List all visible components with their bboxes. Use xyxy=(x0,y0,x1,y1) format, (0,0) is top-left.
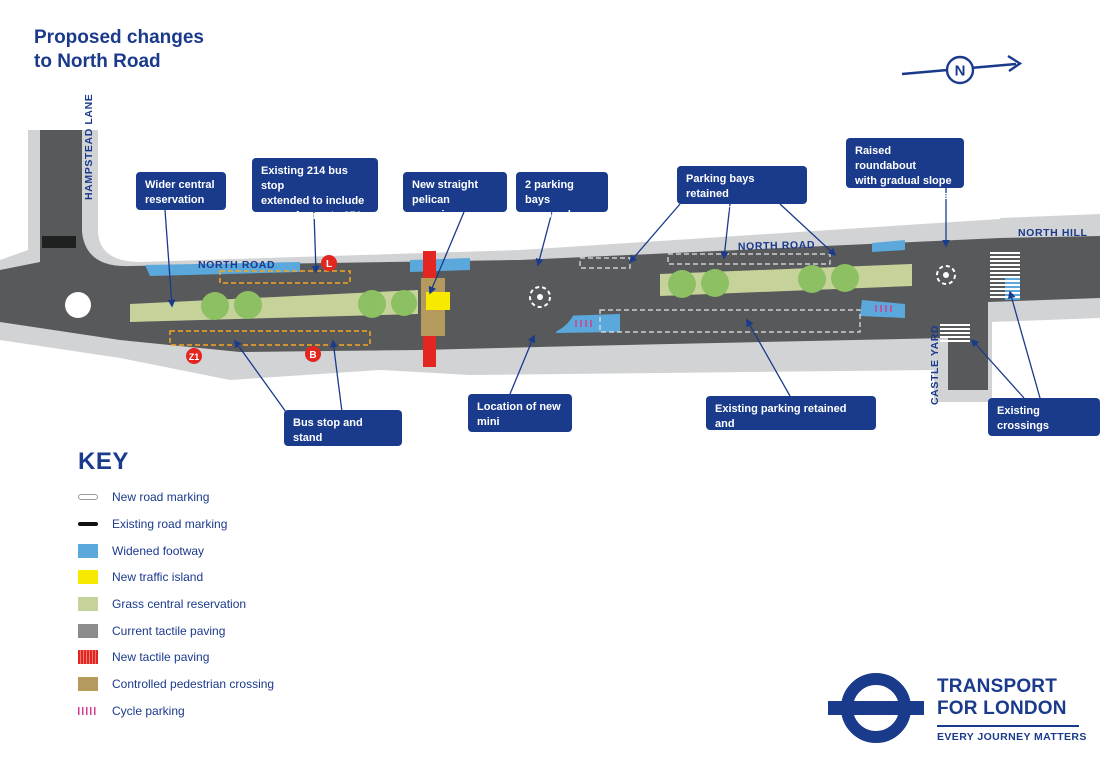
key-item-new-tactile-paving: New tactile paving xyxy=(78,644,274,671)
north-icon: N xyxy=(955,63,966,80)
grass-reservation-swatch xyxy=(78,597,98,612)
key-item-widened-footway: Widened footway xyxy=(78,537,274,564)
road-label-hampstead-lane: HAMPSTEAD LANE xyxy=(83,94,95,200)
callout-crossings-retained: Existing crossings to be retained xyxy=(988,398,1100,447)
callout-bays-retained: Parking bays retained at current size xyxy=(677,166,807,215)
key-label: Controlled pedestrian crossing xyxy=(112,677,275,692)
key-item-controlled-pedestrian-crossing: Controlled pedestrian crossing xyxy=(78,671,274,698)
key-item-grass-central-reservation: Grass central reservation xyxy=(78,591,274,618)
key-label: New road marking xyxy=(112,490,210,505)
callout-pelican-crossing: New straight pelican crossing xyxy=(403,172,507,221)
new-tactile-swatch xyxy=(78,650,98,665)
bus-stop-b: B xyxy=(305,346,321,362)
leader-lines xyxy=(164,188,1041,413)
bus-bays xyxy=(169,270,371,346)
key-label: Widened footway xyxy=(112,543,205,558)
callout-parking-removed: 2 parking bays removed xyxy=(516,172,608,221)
bus-stop-z1-label: Z1 xyxy=(189,352,200,362)
page-title: Proposed changes to North Road xyxy=(34,26,204,74)
brand-tagline: EVERY JOURNEY MATTERS xyxy=(937,730,1087,743)
trees xyxy=(201,264,859,320)
bus-stop-b-label: B xyxy=(309,350,316,361)
key-item-new-road-marking: New road marking xyxy=(78,484,274,511)
pedestrian-crossing-swatch xyxy=(78,677,98,692)
key-label: Cycle parking xyxy=(112,703,185,718)
map-key: KEY New road marking Existing road marki… xyxy=(78,448,274,724)
current-tactile-swatch xyxy=(78,623,98,638)
new-traffic-island-swatch xyxy=(78,570,98,585)
callout-wider-reservation: Wider central reservation xyxy=(136,172,226,210)
tfl-roundel-icon xyxy=(828,673,924,743)
road-label-north-hill: NORTH HILL xyxy=(1018,227,1088,239)
key-label: Grass central reservation xyxy=(112,597,247,612)
road-label-north-road-east: NORTH ROAD xyxy=(738,239,815,253)
existing-crossings xyxy=(42,236,1020,342)
key-heading: KEY xyxy=(78,448,129,475)
brand-divider xyxy=(937,725,1079,727)
road-label-castle-yard: CASTLE YARD xyxy=(929,325,941,405)
key-label: Current tactile paving xyxy=(112,623,226,638)
parking-bays xyxy=(579,253,861,333)
roundabout-hampstead xyxy=(65,292,91,318)
north-compass: N xyxy=(901,54,1023,85)
existing-road-marking-swatch xyxy=(78,522,98,527)
callout-parking-added: Existing parking retained and two additi… xyxy=(706,396,876,445)
key-label: Existing road marking xyxy=(112,517,228,532)
new-road-marking-swatch xyxy=(78,494,98,501)
road-label-north-road-west: NORTH ROAD xyxy=(198,259,275,271)
bus-stop-z1: Z1 xyxy=(186,348,202,364)
key-item-cycle-parking: Cycle parking xyxy=(78,698,274,725)
callout-raised-roundabout: Raised roundabout with gradual slope on … xyxy=(846,138,964,202)
key-item-new-traffic-island: New traffic island xyxy=(78,564,274,591)
key-item-current-tactile-paving: Current tactile paving xyxy=(78,617,274,644)
key-item-existing-road-marking: Existing road marking xyxy=(78,511,274,538)
callout-mini-roundabout: Location of new mini roundabout xyxy=(468,394,572,443)
title-line-2: to North Road xyxy=(34,51,161,72)
brand-line-1: TRANSPORT xyxy=(937,676,1058,697)
widened-footway-swatch xyxy=(78,543,98,558)
bus-stop-l-label: L xyxy=(326,259,332,270)
title-line-1: Proposed changes xyxy=(34,27,204,48)
cycle-parking-marks xyxy=(575,305,892,327)
brand-line-2: FOR LONDON xyxy=(937,698,1067,719)
key-label: New tactile paving xyxy=(112,650,210,665)
carriageway xyxy=(0,130,1100,390)
bus-stop-l: L xyxy=(321,255,337,271)
cycle-parking-swatch xyxy=(78,706,98,715)
tfl-brand: TRANSPORT FOR LONDON EVERY JOURNEY MATTE… xyxy=(937,676,1087,743)
callout-bus-stand: Bus stop and stand extended xyxy=(284,410,402,459)
raised-roundabout xyxy=(916,245,976,305)
key-label: New traffic island xyxy=(112,570,204,585)
callout-bus-stop-214: Existing 214 bus stop extended to includ… xyxy=(252,158,378,222)
mini-roundabout xyxy=(502,259,578,335)
